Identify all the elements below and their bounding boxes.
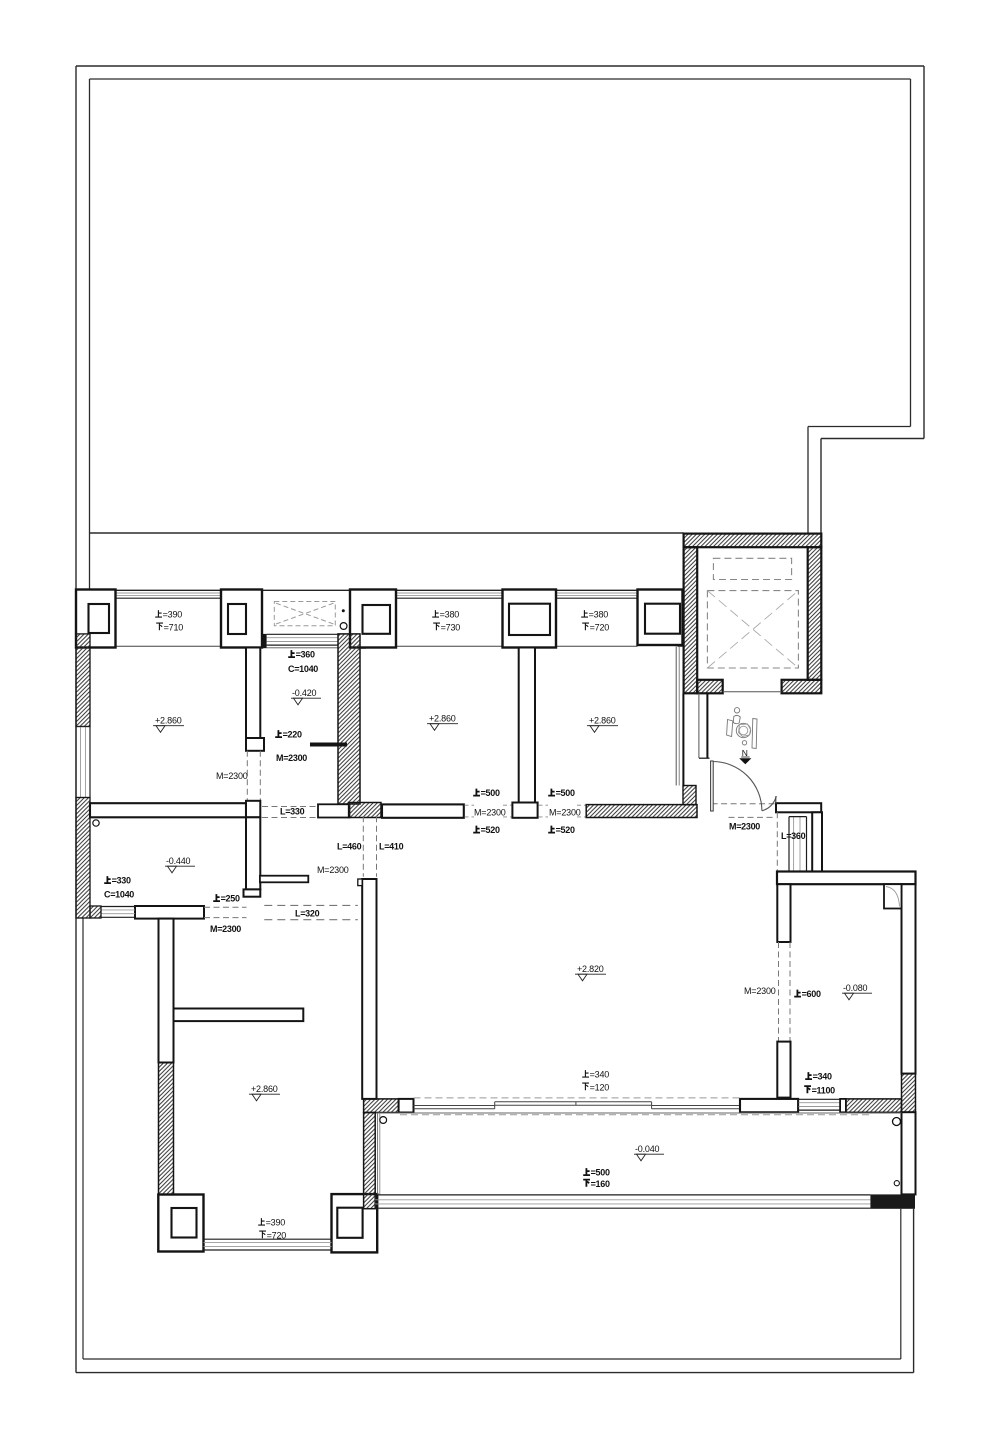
svg-text:=730: =730 [441,622,461,632]
svg-text:=380: =380 [589,609,609,619]
svg-text:L=460: L=460 [337,842,362,852]
svg-text:C=1040: C=1040 [288,664,318,674]
svg-text:-0.080: -0.080 [843,983,868,993]
svg-text:=600: =600 [802,989,821,999]
svg-text:=1100: =1100 [812,1085,836,1095]
svg-text:=390: =390 [266,1217,286,1227]
svg-text:=380: =380 [440,609,460,619]
svg-text:=520: =520 [556,825,575,835]
svg-text:L=320: L=320 [295,909,320,919]
svg-text:M=2300: M=2300 [210,924,241,934]
svg-text:M=2300: M=2300 [474,807,506,817]
svg-text:+2.860: +2.860 [251,1084,278,1094]
svg-text:C=1040: C=1040 [104,890,134,900]
svg-text:L=360: L=360 [781,831,806,841]
svg-text:-0.420: -0.420 [292,688,317,698]
svg-text:L=410: L=410 [379,842,404,852]
svg-text:N: N [742,748,748,758]
svg-text:L=330: L=330 [280,807,305,817]
svg-text:=720: =720 [267,1230,287,1240]
svg-text:+2.860: +2.860 [589,716,616,726]
svg-text:-0.440: -0.440 [166,856,191,866]
svg-text:M=2300: M=2300 [276,753,307,763]
svg-text:+2.860: +2.860 [429,714,456,724]
svg-text:=340: =340 [590,1069,610,1079]
svg-text:=720: =720 [590,622,610,632]
svg-text:=390: =390 [163,609,183,619]
svg-text:=520: =520 [481,825,500,835]
svg-text:-0.040: -0.040 [635,1144,660,1154]
svg-text:=710: =710 [164,622,184,632]
svg-text:=250: =250 [221,893,240,903]
svg-text:M=2300: M=2300 [216,771,248,781]
svg-text:M=2300: M=2300 [549,807,581,817]
svg-text:=360: =360 [296,649,315,659]
svg-text:M=2300: M=2300 [729,822,760,832]
svg-text:=500: =500 [591,1167,610,1177]
svg-text:+2.820: +2.820 [577,964,604,974]
svg-text:=340: =340 [813,1071,832,1081]
svg-text:=220: =220 [283,729,302,739]
svg-text:=120: =120 [590,1082,610,1092]
svg-text:M=2300: M=2300 [744,986,776,996]
svg-text:=160: =160 [591,1179,610,1189]
svg-text:+2.860: +2.860 [155,716,182,726]
svg-text:M=2300: M=2300 [317,865,349,875]
svg-text:=500: =500 [556,788,575,798]
svg-text:=500: =500 [481,788,500,798]
svg-text:=330: =330 [112,875,131,885]
